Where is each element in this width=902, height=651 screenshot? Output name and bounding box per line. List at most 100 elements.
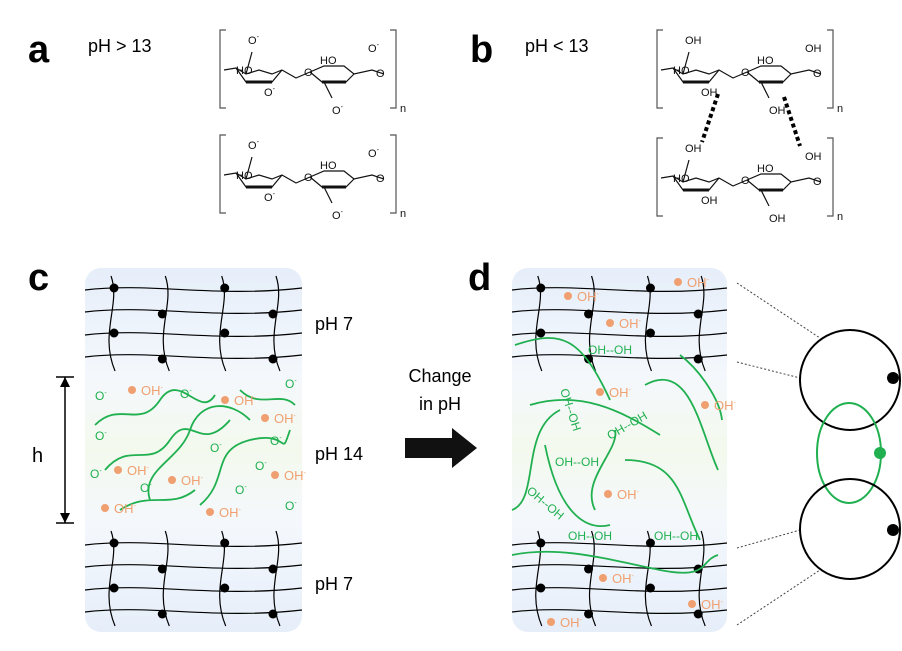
c6-oxygen-label: OH <box>685 35 702 47</box>
alkoxide-label: O- <box>285 377 297 391</box>
polymer-chain <box>94 389 216 426</box>
network-c: O-O-O-O-O-O-O-O-O-O-O-OH-OH-OH-OH-OH-OH-… <box>84 275 307 627</box>
hydroxide-dot <box>701 401 709 409</box>
hydroxide-label: OH- <box>714 398 737 413</box>
polymer-chain <box>590 429 617 511</box>
hydroxide-label: OH- <box>274 411 297 426</box>
bracket <box>656 137 834 217</box>
c2-oxygen-label: O- <box>264 191 276 204</box>
hydroxide-dot <box>688 600 696 608</box>
hydroxide-label: OH- <box>612 571 635 586</box>
hydroxide-label: OH- <box>234 393 257 408</box>
c2-oxygen-label: O- <box>368 147 380 160</box>
alkoxide-label: O- <box>285 499 297 513</box>
polymer-chain <box>529 398 661 436</box>
polymer-chain <box>147 405 251 501</box>
polymer-chain <box>239 389 296 406</box>
layer-top-ph: pH 7 <box>315 314 353 334</box>
c6-oxygen-label: O- <box>248 34 260 47</box>
hydroxide-dot <box>261 414 269 422</box>
alkoxide-label: O- <box>140 481 152 495</box>
hydroxide-dot <box>674 278 682 286</box>
hydroxide-label: OH- <box>114 501 137 516</box>
polymer-chain <box>644 378 719 471</box>
repeat-subscript: n <box>837 211 843 223</box>
crosslink-node <box>268 609 278 619</box>
c2-oxygen-label: OH <box>805 43 822 55</box>
gel-stack-after <box>512 268 727 632</box>
glycosidic-oxygen-label: O <box>741 67 750 79</box>
polymer-chain <box>104 419 231 471</box>
crosslink-node <box>645 583 655 593</box>
crosslink-node <box>536 583 546 593</box>
c6-oxygen-label: O- <box>248 139 260 152</box>
crosslink-node <box>220 583 230 593</box>
crosslink-node <box>109 538 119 548</box>
hydroxyl-label: HO <box>757 55 774 67</box>
crosslink-node <box>584 309 594 319</box>
crosslink-node <box>109 583 119 593</box>
c6-oxygen-label: O- <box>332 209 344 222</box>
fiber-horizontal <box>511 287 728 293</box>
hydrogen-bond-label: OH--OH <box>588 343 632 357</box>
c6-oxygen-label: OH <box>769 105 786 117</box>
hydroxyl-label: HO <box>673 173 690 185</box>
hydroxyl-label: HO <box>673 65 690 77</box>
hydroxide-dot <box>206 508 214 516</box>
arrow-text-line1: Change <box>408 366 471 386</box>
gel-stack-before <box>85 268 302 632</box>
hydroxide-label: OH- <box>219 505 242 520</box>
arrow-text-line2: in pH <box>419 394 461 414</box>
hydroxide-dot <box>547 618 555 626</box>
hydrogen-bond-dash <box>700 93 720 143</box>
polymer-chain <box>511 550 719 574</box>
fiber-horizontal <box>511 542 728 548</box>
alkoxide-label: O- <box>95 389 107 403</box>
crosslink-node <box>645 328 655 338</box>
fiber-horizontal <box>84 287 303 293</box>
alkoxide-label: O- <box>90 467 102 481</box>
glycosidic-oxygen-label: O <box>304 67 313 79</box>
polymer-chain <box>679 354 723 421</box>
hydroxide-label: OH- <box>609 385 632 400</box>
alkoxide-label: O- <box>180 387 192 401</box>
hydroxide-label: OH- <box>141 383 164 398</box>
polymer-chain <box>624 459 701 541</box>
repeat-subscript: n <box>837 103 843 115</box>
crosslink-node <box>536 328 546 338</box>
crosslink-node <box>536 283 546 293</box>
crosslink-node <box>220 538 230 548</box>
glycosidic-oxygen-label: O <box>813 68 822 80</box>
hydroxide-label: OH- <box>701 597 724 612</box>
c6-oxygen-label: OH <box>769 213 786 225</box>
hydroxide-dot <box>564 292 572 300</box>
crosslink-node <box>693 354 703 364</box>
crosslink-node <box>584 609 594 619</box>
hydroxide-dot <box>221 396 229 404</box>
hydroxide-dot <box>168 476 176 484</box>
hydroxide-label: OH- <box>619 316 642 331</box>
repeat-subscript: n <box>400 103 406 115</box>
polymer-chain <box>119 489 196 511</box>
right-arrow-icon <box>405 428 477 468</box>
crosslink-node <box>109 283 119 293</box>
alkoxide-label: O- <box>210 441 222 455</box>
hydroxide-dot <box>128 386 136 394</box>
crosslink-node <box>157 309 167 319</box>
panel-d-label: d <box>468 257 491 299</box>
alkoxide-label: O- <box>255 459 267 473</box>
hydroxyl-label: HO <box>236 65 253 77</box>
hydroxide-label: OH- <box>687 275 710 290</box>
bracket <box>656 29 834 109</box>
hydrogen-bond-label: OH--OH <box>555 455 599 469</box>
hydroxyl-label: HO <box>757 163 774 175</box>
crosslink-node <box>268 564 278 574</box>
fiber-horizontal <box>84 542 303 548</box>
crosslink-node <box>220 328 230 338</box>
hydroxide-label: OH- <box>617 487 640 502</box>
bracket <box>219 29 397 109</box>
polymer-chain <box>544 444 611 527</box>
panel-b-label: b <box>470 29 493 71</box>
crosslink-node <box>536 538 546 548</box>
